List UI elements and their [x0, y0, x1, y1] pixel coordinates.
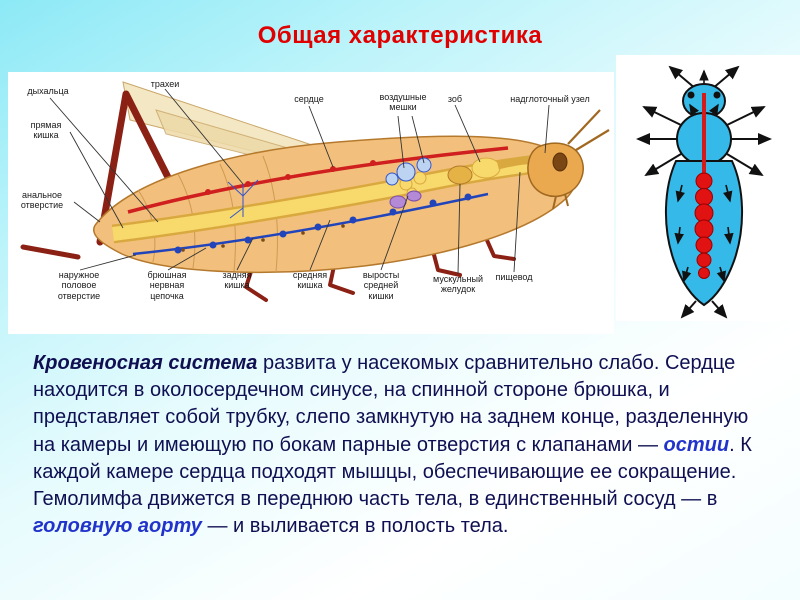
- flow-arrows: [674, 69, 734, 283]
- spiracle-dots: [181, 224, 345, 252]
- insect-antennae: [668, 65, 740, 90]
- head: [527, 109, 610, 210]
- label-anal-opening: анальное отверстие: [20, 190, 64, 211]
- antennae: [567, 109, 610, 151]
- body-text: Кровеносная система развита у насекомых …: [33, 350, 771, 540]
- label-leader-lines: [49, 88, 550, 275]
- label-external-genital-opening: наружное половое отверстие: [57, 270, 101, 301]
- label-hindgut: задняя кишка: [222, 270, 252, 291]
- term-circulatory-system: Кровеносная система: [33, 352, 258, 374]
- accessory-organs: [389, 190, 422, 209]
- insect-eyes: [687, 91, 721, 99]
- paragraph-1-text-b: . К каждой камере сердца подходят мышцы,…: [33, 433, 752, 483]
- label-midgut: средняя кишка: [292, 270, 328, 291]
- label-air-sacs: воздушные мешки: [379, 92, 427, 113]
- mouthparts: [552, 193, 569, 210]
- heart-vessel: [127, 146, 509, 214]
- nerve-cord-shape: [132, 192, 489, 256]
- label-heart: сердце: [294, 94, 324, 104]
- term-cephalic-aorta: головную аорту: [33, 515, 202, 538]
- tracheae-shapes: [227, 179, 259, 219]
- insect-cerci: [680, 300, 728, 319]
- grasshopper-anatomy-diagram: [8, 72, 614, 334]
- label-spiracles: дыхальца: [27, 86, 69, 96]
- paragraph-1-text-a: развита у насекомых сравнительно слабо. …: [33, 352, 749, 456]
- circulation-diagram: [616, 55, 800, 321]
- heart-tube: [694, 93, 714, 279]
- label-tracheae: трахеи: [150, 79, 180, 89]
- term-ostia: остии: [663, 433, 730, 456]
- paragraph-2-text-a: Гемолимфа движется в переднюю часть тела…: [33, 487, 718, 510]
- label-rectum: прямая кишка: [30, 120, 62, 141]
- circulation-illustration: [636, 65, 772, 319]
- paragraph-1: Кровеносная система развита у насекомых …: [33, 350, 771, 486]
- label-crop: зоб: [447, 94, 463, 104]
- insect-legs: [636, 106, 772, 177]
- paragraph-2-text-b: — и выливается в полость тела.: [201, 515, 509, 538]
- label-esophagus: пищевод: [495, 272, 533, 282]
- gizzard-shape: [447, 165, 473, 185]
- digestive-tract: [111, 154, 538, 244]
- slide-title: Общая характеристика: [257, 22, 543, 49]
- air-sacs-shapes: [385, 157, 432, 186]
- label-muscular-stomach: мускульный желудок: [433, 274, 483, 295]
- label-supraesophageal-ganglion: надглоточный узел: [510, 94, 590, 104]
- eye: [552, 152, 568, 172]
- label-ventral-nerve-cord: брюшная нервная цепочка: [147, 270, 187, 301]
- crop-shape: [471, 157, 501, 179]
- label-midgut-caeca: выросты средней кишки: [362, 270, 400, 301]
- paragraph-2: Гемолимфа движется в переднюю часть тела…: [33, 486, 771, 540]
- grasshopper-anatomy-illustration: [20, 81, 610, 302]
